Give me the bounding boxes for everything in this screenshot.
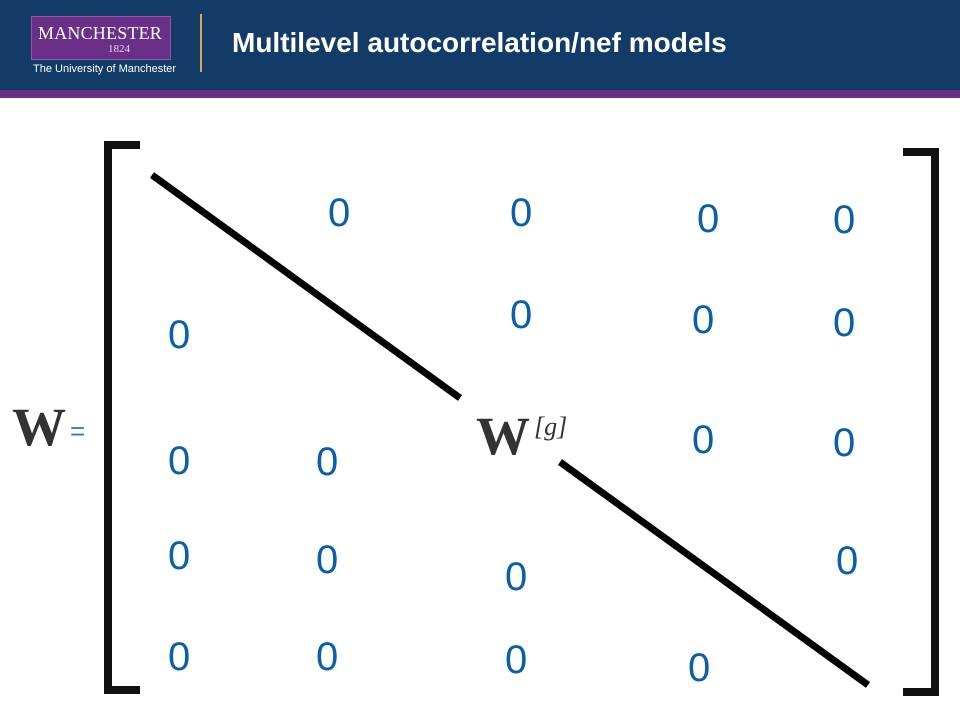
zero-entry: 0 [316, 538, 338, 582]
zero-entry: 0 [510, 191, 532, 235]
header-accent-bar [0, 90, 960, 98]
zero-entry: 0 [505, 638, 527, 682]
zero-entry: 0 [833, 198, 855, 242]
logo-name: MANCHESTER [38, 23, 163, 43]
logo-subtitle: The University of Manchester [33, 63, 177, 75]
zero-entry: 0 [316, 635, 338, 679]
zero-entry: 0 [505, 555, 527, 599]
zero-entry: 0 [833, 301, 855, 345]
header-divider [200, 14, 202, 72]
zero-entry: 0 [833, 421, 855, 465]
diagonal-line-upper [149, 172, 463, 401]
zero-entry: 0 [168, 534, 190, 578]
zero-entry: 0 [316, 440, 338, 484]
block-superscript: [g] [534, 412, 567, 441]
slide-title: Multilevel autocorrelation/nef models [232, 27, 727, 58]
zero-entry: 0 [692, 418, 714, 462]
block-w-symbol: W [476, 406, 530, 466]
zero-entry: 0 [510, 293, 532, 337]
slide-header: MANCHESTER 1824 The University of Manche… [0, 0, 960, 90]
university-logo: MANCHESTER 1824 The University of Manche… [21, 12, 191, 76]
zero-entry: 0 [836, 539, 858, 583]
zero-entry: 0 [168, 313, 190, 357]
zero-entry: 0 [692, 298, 714, 342]
zero-entry: 0 [168, 635, 190, 679]
logo-year: 1824 [108, 43, 130, 55]
matrix-w-symbol: W [12, 397, 66, 457]
zero-entry: 0 [168, 439, 190, 483]
zero-entry: 0 [688, 646, 710, 690]
left-bracket [104, 141, 140, 694]
zero-entry: 0 [328, 191, 350, 235]
logo-mark: MANCHESTER 1824 [31, 16, 171, 60]
equals-sign: = [70, 416, 85, 446]
diagonal-line-lower [557, 459, 871, 688]
zero-entry: 0 [697, 197, 719, 241]
right-bracket [903, 148, 939, 696]
